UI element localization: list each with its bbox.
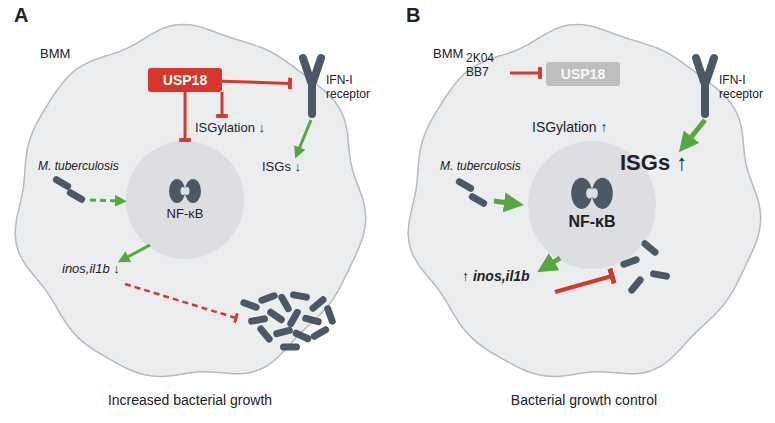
activation-arrow — [90, 200, 122, 201]
process-label: ISGylation ↓ — [195, 121, 265, 136]
protein-label: USP18 — [148, 68, 222, 92]
dimer-symbol — [571, 178, 613, 209]
inhibition-line — [221, 92, 224, 116]
inhibition-connector — [222, 81, 290, 83]
process-label: ISGylation ↑ — [532, 119, 607, 135]
bacteria-cluster — [239, 291, 336, 351]
receptor-symbol: IFN-I receptor — [683, 52, 773, 118]
process-label: ISGs ↓ — [262, 160, 301, 175]
macrophage-cell: BMMUSP18IFN-I receptorNF-κB — [12, 24, 368, 384]
receptor-label: IFN-I receptor — [719, 74, 773, 102]
inhibition-line — [125, 284, 236, 318]
inhibition-line — [555, 276, 612, 292]
receptor-shape — [696, 58, 714, 114]
cell-membrane — [15, 24, 366, 376]
cell-membrane — [408, 24, 761, 376]
inhibition-line — [510, 72, 540, 75]
activation-arrow — [684, 120, 705, 146]
bacteria — [455, 177, 489, 208]
activation-arrow — [297, 120, 311, 154]
pathogen-label: M. tuberculosis — [38, 160, 119, 174]
factor-label: NF-κB — [125, 206, 245, 221]
receptor-shape — [303, 58, 321, 114]
bacteria — [619, 239, 670, 295]
dimer-symbol — [169, 179, 201, 203]
inhibition-connector — [184, 92, 187, 140]
nucleus-circle — [126, 141, 244, 259]
process-label: ISGs ↑ — [620, 150, 687, 175]
cell-label: BMM — [40, 46, 70, 61]
activation-arrow — [122, 245, 150, 260]
cell-nucleus-outline — [125, 140, 245, 260]
gene-label: inos,il1b ↓ — [62, 262, 120, 277]
receptor-label: IFN-I receptor — [326, 74, 380, 102]
bacteria — [52, 175, 87, 204]
protein-label: USP18 — [546, 62, 620, 86]
receptor-symbol: IFN-I receptor — [290, 52, 380, 118]
cell-label: BMM — [433, 46, 463, 61]
activation-arrow — [494, 201, 516, 204]
protein-box: USP18 — [546, 62, 620, 86]
activation-arrow — [544, 258, 560, 268]
protein-box: USP18 — [148, 68, 222, 92]
macrophage-cell: BMMUSP18IFN-I receptorNF-κB — [405, 24, 763, 384]
factor-label: NF-κB — [527, 213, 657, 231]
cell-nucleus: NF-κB — [125, 140, 245, 260]
panel-caption: Bacterial growth control — [405, 392, 763, 408]
pathogen-label: M. tuberculosis — [440, 160, 521, 174]
panel-caption: Increased bacterial growth — [12, 392, 368, 408]
panel-letter: A — [14, 4, 28, 27]
gene-label: ↑ inos,il1b — [462, 268, 530, 284]
inhibitor-label: 2K04 BB7 — [466, 52, 506, 80]
panel-letter: B — [406, 4, 420, 27]
